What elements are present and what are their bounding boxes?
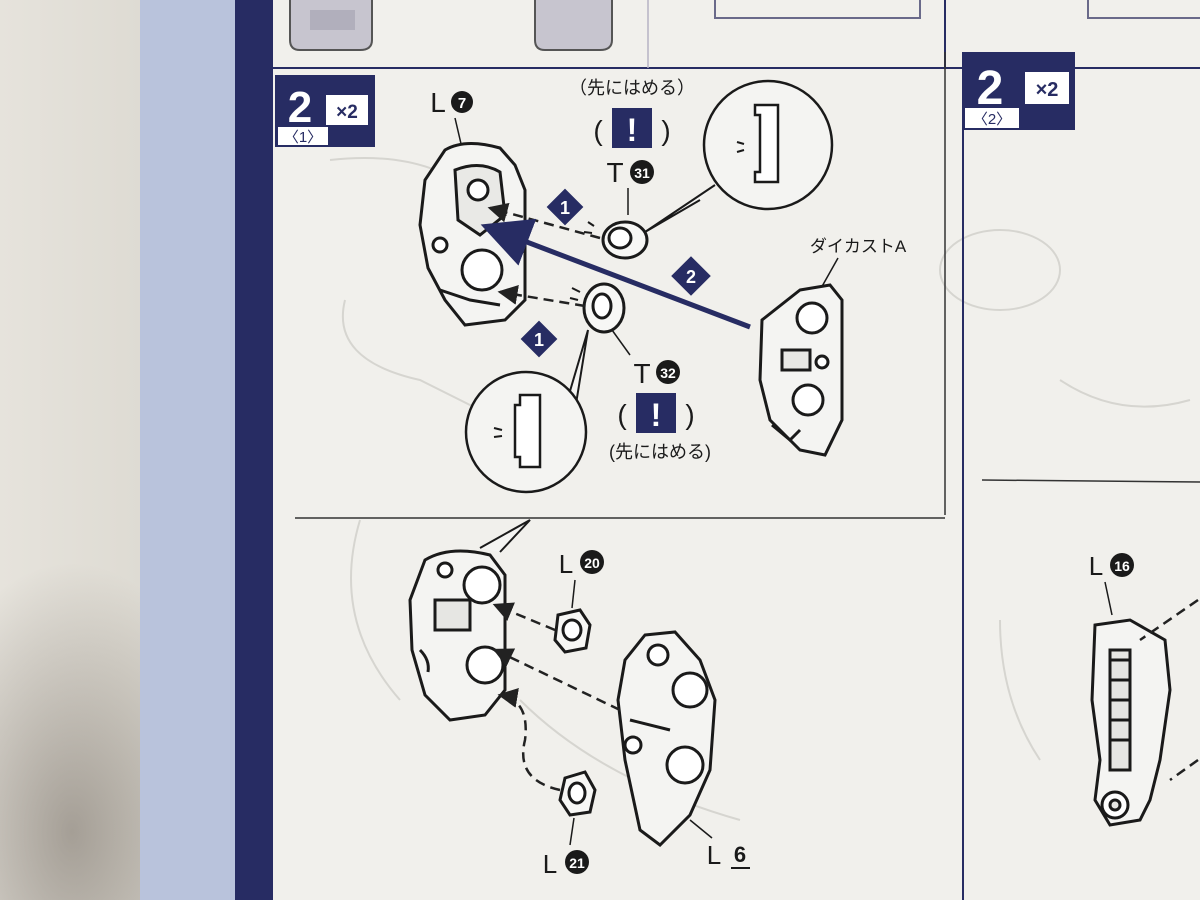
svg-text:20: 20 [584, 555, 600, 571]
svg-text:21: 21 [569, 855, 585, 871]
label-l20: L 20 [559, 549, 604, 609]
page-border [235, 0, 273, 900]
table-surface [0, 0, 140, 900]
part-l16 [1090, 618, 1172, 827]
assembly-arrows-top [480, 202, 751, 330]
callout-pointer [479, 519, 531, 553]
right-divider [981, 479, 1200, 483]
fit-first-note-top: （先にはめる） [569, 78, 695, 98]
zoom-callout-bottom [464, 329, 589, 494]
svg-text:L: L [1089, 551, 1103, 581]
step-header-left: 2 ×2 〈1〉 [275, 75, 375, 147]
svg-text:1: 1 [560, 198, 570, 218]
warning-icon: ! [627, 112, 638, 148]
motion-ticks [569, 221, 595, 301]
svg-text:L: L [707, 840, 721, 870]
part-l20-ring [553, 608, 592, 654]
warning-icon: ! [651, 397, 662, 433]
svg-text:7: 7 [458, 95, 466, 112]
svg-text:L: L [430, 87, 446, 118]
part-l7-assembled [408, 549, 507, 722]
svg-text:(: ( [593, 115, 603, 146]
svg-text:T: T [633, 358, 650, 389]
label-t31: （先にはめる） ( ! ) T 31 [569, 78, 695, 215]
step-multiplier: ×2 [336, 102, 358, 123]
svg-text:T: T [606, 157, 623, 188]
assembly-arrows-bottom [492, 602, 621, 792]
label-t32: T 32 ( ! ) (先にはめる) [609, 329, 711, 462]
svg-text:ダイカストA: ダイカストA [810, 237, 907, 256]
svg-text:(: ( [617, 399, 627, 430]
svg-text:L: L [543, 849, 557, 879]
cover-edge [140, 0, 235, 900]
label-l16: L 16 [1089, 551, 1134, 616]
step-header-right: 2 ×2 〈2〉 [963, 52, 1075, 130]
ghost-art [329, 157, 1191, 821]
part-t32-ring [582, 282, 626, 334]
step-diamond-2: 2 [671, 256, 711, 296]
assembly-arrows-right [1139, 598, 1199, 782]
svg-text:): ) [685, 399, 694, 430]
part-l6 [616, 630, 717, 847]
step-diamond-1a: 1 [546, 188, 584, 226]
svg-text:1: 1 [534, 330, 544, 350]
svg-text:32: 32 [660, 365, 676, 381]
svg-text:6: 6 [734, 842, 746, 867]
svg-text:L: L [559, 549, 573, 579]
zoom-callout-top [644, 79, 834, 233]
svg-text:31: 31 [634, 165, 650, 181]
label-l6: L 6 [689, 819, 750, 870]
svg-text:): ) [661, 115, 670, 146]
svg-text:2: 2 [686, 267, 696, 287]
label-l7: L 7 [430, 87, 473, 149]
step-diamond-1b: 1 [520, 320, 558, 358]
step-number: 2 [288, 83, 312, 132]
fit-first-note-bottom: (先にはめる) [609, 442, 711, 462]
label-die-cast-a: ダイカストA [810, 237, 907, 291]
part-l21-ring [558, 770, 597, 817]
step-number-right: 2 [977, 62, 1004, 115]
step-multiplier-right: ×2 [1036, 79, 1059, 101]
step-substep: 〈1〉 [284, 129, 322, 146]
part-die-cast-a [758, 283, 844, 457]
part-t31-ring [601, 220, 649, 260]
svg-text:16: 16 [1114, 558, 1130, 574]
step-substep-right: 〈2〉 [973, 111, 1011, 128]
label-l21: L 21 [543, 817, 589, 879]
